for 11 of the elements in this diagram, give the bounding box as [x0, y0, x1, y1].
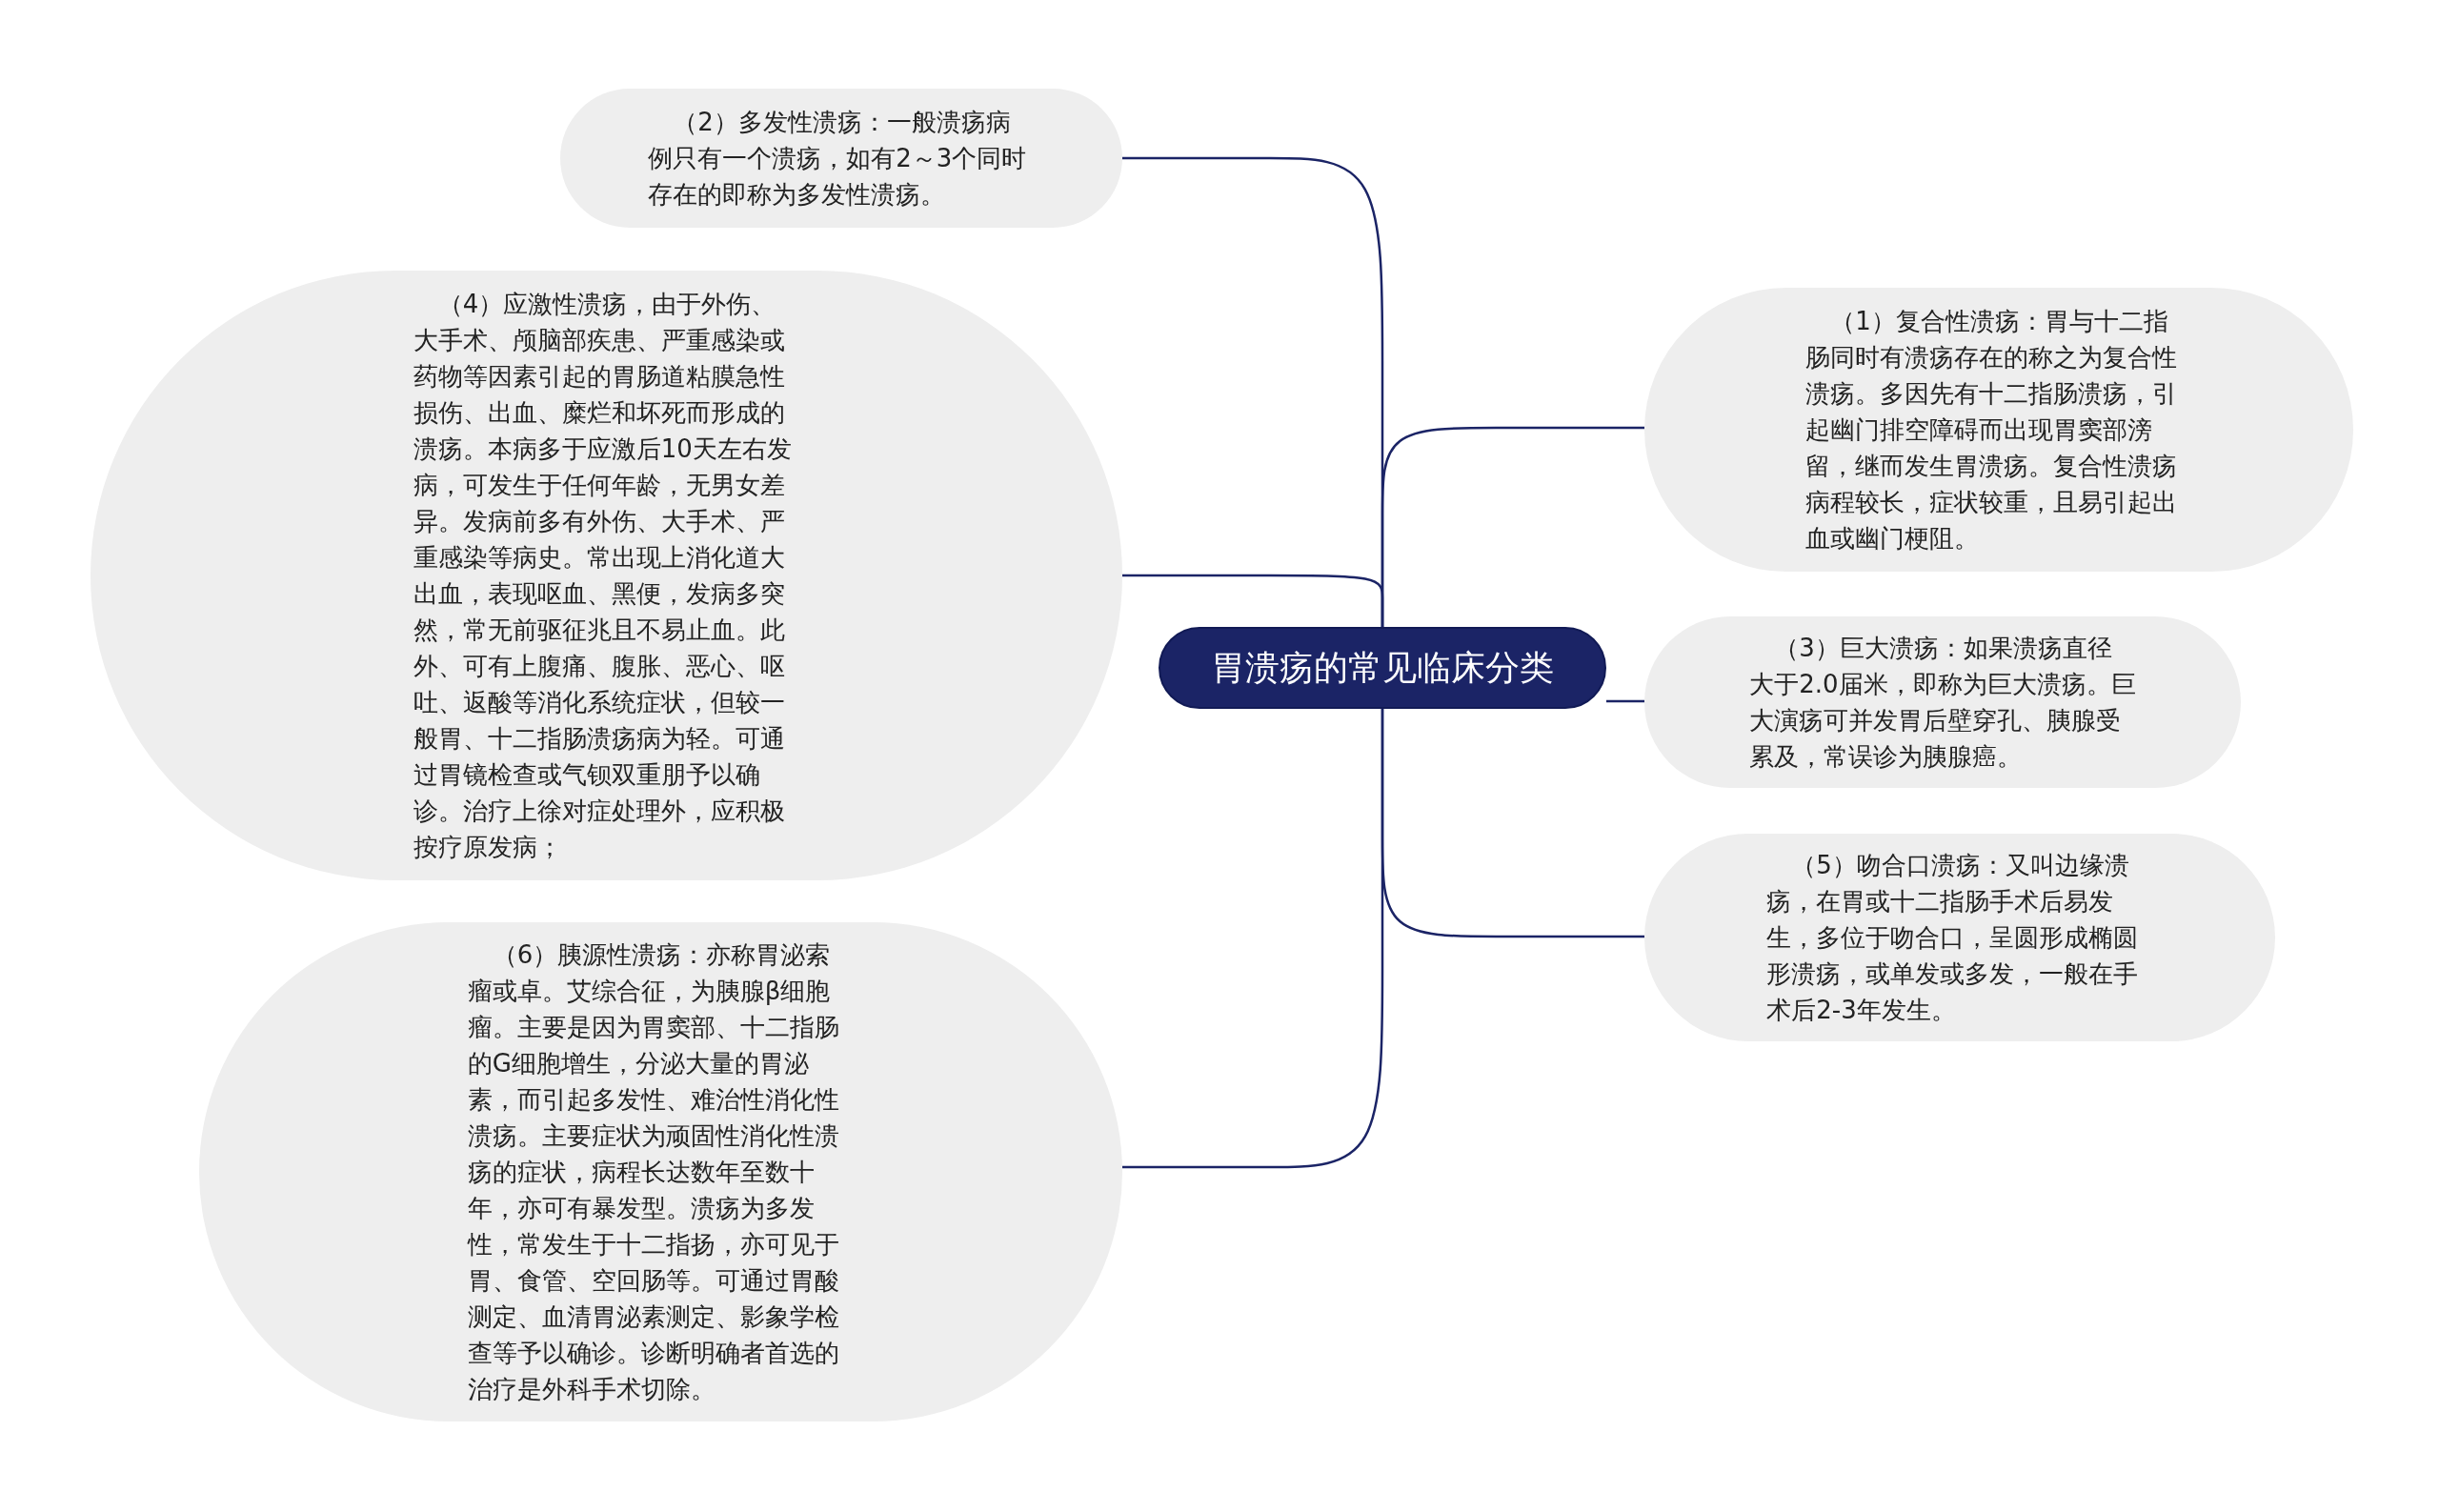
- connector-line: [1122, 709, 1384, 1169]
- topic-text: （3）巨大溃疡：如果溃疡直径大于2.0届米，即称为巨大溃疡。巨大演疡可并发胃后壁穿孔、胰腺受累及，常误诊为胰腺癌。: [1749, 633, 2136, 773]
- topic-text: （5）吻合口溃疡：又叫边缘溃疡，在胃或十二指肠手术后易发生，多位于吻合口，呈圆形成椭圆形溃疡，或单发或多发，一般在手术后2-3年发生。: [1766, 850, 2140, 1026]
- topic-text: （1）复合性溃疡：胃与十二指肠同时有溃疡存在的称之为复合性溃疡。多因先有十二指肠溃疡，引起幽门排空障碍而出现胃窦部滂留，继而发生胃溃疡。复合性溃疡病程较长，症状较重，且易引起出血或幽门梗阻。: [1805, 306, 2179, 554]
- topic-text: （4）应激性溃疡，由于外伤、大手术、颅脑部疾患、严重感染或药物等因素引起的胃肠道粘膜急性损伤、出血、糜烂和坏死而形成的溃疡。本病多于应激后10天左右发病，可发生于任何年龄，无男女差异。发病前多有外伤、大手术、严重感染等病史。常出现上消化道大出血，表现呕血、黑便，发病多突然，常无前驱征兆且不易止血。此外、可有上腹痛、腹胀、恶心、呕吐、返酸等消化系统症状，但较一般胃、十二指肠溃疡病为轻。可通过胃镜检查或气钡双重朋予以确诊。治疗上徐对症处理外，应积极按疗原发病；: [413, 289, 793, 863]
- central-topic-text: 胃溃疡的常见临床分类: [1211, 646, 1554, 689]
- connector-line: [1122, 574, 1384, 627]
- connector-line: [1606, 699, 1644, 703]
- topic-text: （6）胰源性溃疡：亦称胃泌索瘤或卓。艾综合征，为胰腺β细胞瘤。主要是因为胃窦部、十二指肠的G细胞增生，分泌大量的胃泌素，而引起多发性、难治性消化性溃疡。主要症状为顽固性消化性溃疡的症状，病程长达数年至数十年，亦可有暴发型。溃疡为多发性，常发生于十二指扬，亦可见于胃、食管、空回肠等。可通过胃酸测定、血清胃泌素测定、影象学检查等予以确诊。诊断明确者首选的治疗是外科手术切除。: [467, 939, 840, 1405]
- connector-line: [1381, 709, 1644, 938]
- topic-text: （2）多发性溃疡：一般溃疡病例只有一个溃疡，如有2～3个同时存在的即称为多发性溃疡。: [648, 107, 1028, 211]
